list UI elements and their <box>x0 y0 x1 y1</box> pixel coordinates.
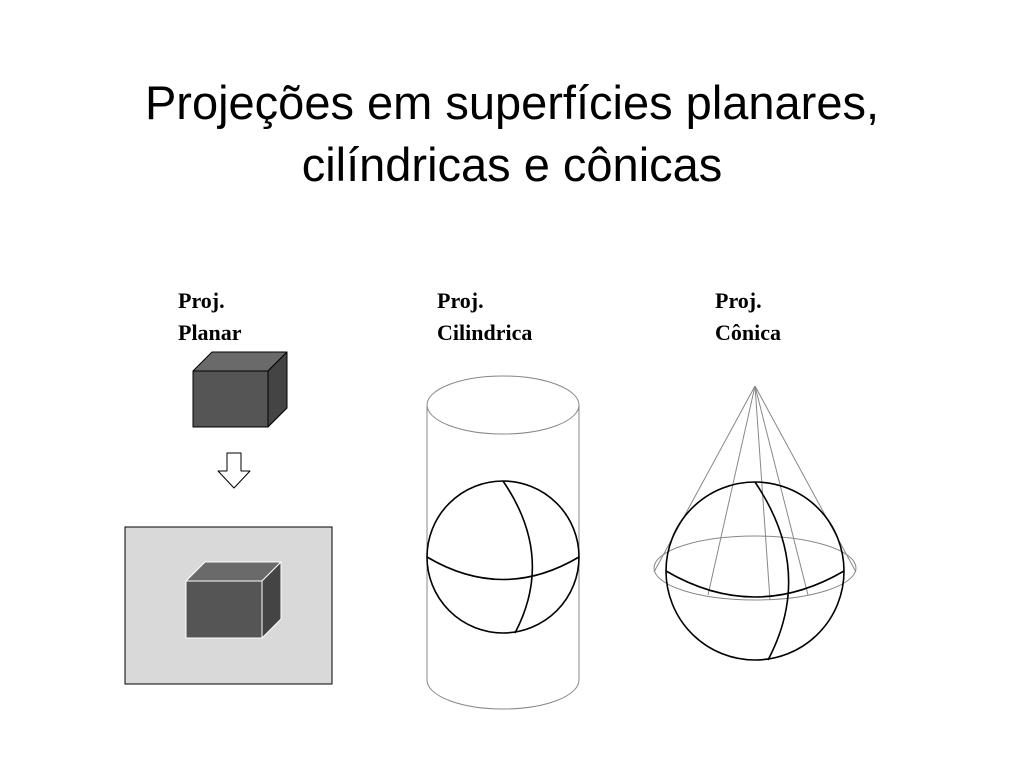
cone-base-ellipse <box>653 535 857 601</box>
cone-line-2 <box>707 385 756 596</box>
projected-cube <box>185 561 282 639</box>
label-conica: Proj. Cônica <box>715 285 781 349</box>
cone-group <box>653 385 857 661</box>
cone-sphere-meridian <box>754 481 790 661</box>
cylinder <box>426 375 580 710</box>
cone <box>653 385 857 601</box>
cone-sphere <box>665 481 845 661</box>
label-planar-line1: Proj. <box>178 288 225 313</box>
label-planar-line2: Planar <box>178 320 242 345</box>
source-cube <box>192 351 288 428</box>
slide-title: Projeções em superfícies planares, cilín… <box>0 72 1024 196</box>
label-cilindrica-line1: Proj. <box>437 288 484 313</box>
cylinder-sphere <box>426 480 580 634</box>
cone-line-5 <box>754 385 857 573</box>
label-cilindrica: Proj. Cilindrica <box>437 285 532 349</box>
title-line-2: cilíndricas e cônicas <box>301 138 723 191</box>
label-conica-line1: Proj. <box>715 288 762 313</box>
source-cube-side <box>267 351 288 428</box>
cylinder-top-ellipse <box>426 375 580 435</box>
cylinder-sphere-outline <box>426 480 580 634</box>
projected-cube-side <box>261 561 282 639</box>
cone-sphere-equator <box>665 570 845 598</box>
label-cilindrica-line2: Cilindrica <box>437 320 533 345</box>
cone-line-4 <box>754 385 809 596</box>
cone-sphere-outline <box>665 481 845 661</box>
title-line-1: Projeções em superfícies planares, <box>144 76 880 129</box>
label-planar: Proj. Planar <box>178 285 242 349</box>
source-cube-front <box>192 370 269 428</box>
cylinder-sphere-equator <box>426 556 580 581</box>
cylinder-sphere-meridian <box>502 480 534 634</box>
down-arrow-icon <box>217 452 251 489</box>
planar-group <box>124 351 333 685</box>
projected-cube-front <box>185 580 263 639</box>
cylinder-group <box>426 375 580 710</box>
cone-line-1 <box>653 385 756 573</box>
label-conica-line2: Cônica <box>715 320 781 345</box>
cylinder-bottom-curve <box>426 679 580 710</box>
